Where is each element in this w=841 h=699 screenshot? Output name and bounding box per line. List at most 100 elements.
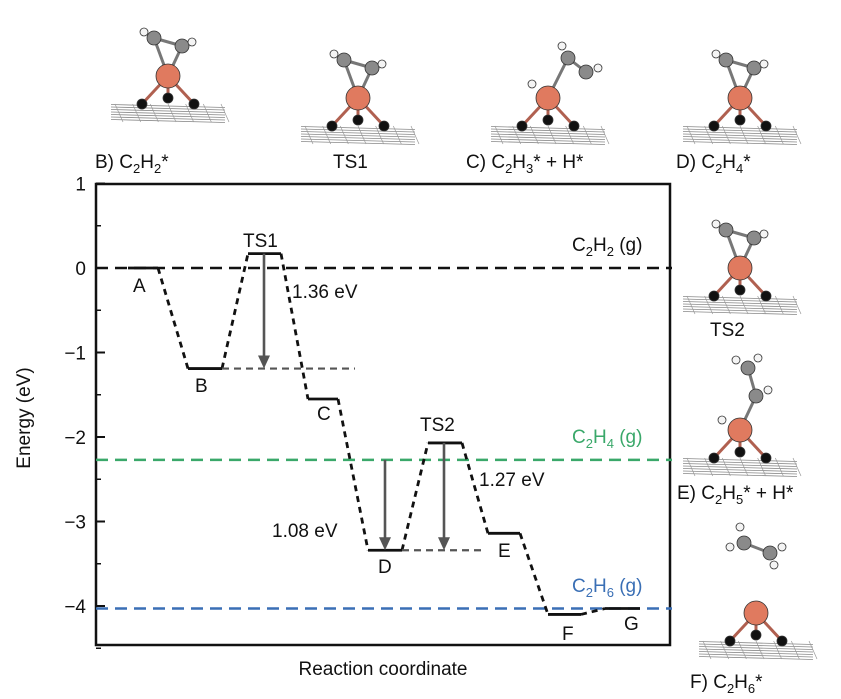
connector-c-d: [336, 398, 370, 551]
surface-line: [114, 103, 124, 123]
carbon-atom: [740, 360, 756, 376]
surface-line: [682, 138, 798, 143]
caption-E: E) C2H5* + H*: [677, 483, 794, 507]
surface-line: [110, 114, 226, 118]
surface-line: [698, 648, 814, 653]
structure-image-F: [698, 522, 818, 660]
surface-line: [720, 640, 729, 660]
y-axis-title: Energy (eV): [14, 367, 35, 468]
state-label-g: G: [624, 614, 639, 635]
surface-line: [490, 131, 606, 135]
surface-line: [739, 295, 749, 315]
structure-image-TS1: [300, 49, 420, 145]
surface-line: [698, 653, 814, 658]
state-label-d: D: [378, 557, 392, 578]
surface-line: [393, 125, 402, 145]
hydrogen-atom: [527, 79, 537, 89]
hydrogen-atom: [711, 219, 721, 229]
nitrogen-atom: [378, 120, 390, 132]
surface-line: [775, 295, 784, 315]
y-tick-label: −4: [64, 597, 86, 618]
carbon-atom: [762, 545, 778, 561]
surface-line: [583, 125, 592, 145]
surface-line: [110, 116, 226, 121]
surface-line: [722, 125, 731, 145]
nitrogen-atom: [708, 120, 720, 132]
hydrogen-atom: [593, 63, 603, 73]
metal-atom: [743, 600, 769, 626]
hydrogen-atom: [735, 522, 745, 532]
plot-frame: [94, 182, 672, 647]
surface-line: [300, 126, 416, 130]
surface-line: [682, 311, 798, 315]
surface-line: [547, 125, 557, 145]
surface-line: [704, 295, 713, 315]
surface-line: [490, 136, 606, 140]
structure-image-TS2: [682, 219, 802, 315]
ts1-label: TS1: [243, 231, 278, 252]
surface-line: [757, 295, 766, 315]
surface-line: [739, 457, 749, 477]
surface-line: [773, 640, 782, 660]
surface-line: [300, 138, 416, 143]
nitrogen-atom: [760, 120, 772, 132]
surface-line: [300, 131, 416, 135]
surface-line: [490, 141, 606, 145]
surface-line: [738, 640, 747, 660]
surface-line: [132, 103, 141, 123]
x-axis-title: Reaction coordinate: [299, 659, 468, 680]
hydrogen-atom: [777, 542, 787, 552]
hydrogen-atom: [753, 353, 763, 363]
carbon-atom: [746, 60, 762, 76]
carbon-atom: [718, 52, 734, 68]
surface-line: [150, 103, 159, 123]
surface-line: [722, 295, 731, 315]
carbon-atom: [336, 52, 352, 68]
nitrogen-atom: [760, 452, 772, 464]
carbon-atom: [560, 50, 576, 66]
surface-line: [110, 119, 226, 123]
surface-line: [682, 141, 798, 145]
nitrogen-atom: [136, 98, 148, 110]
surface-line: [755, 640, 765, 660]
surface-line: [792, 125, 802, 145]
connector-f-g: [580, 607, 606, 616]
nitrogen-atom: [516, 120, 528, 132]
surface-line: [300, 136, 416, 140]
barrier-label: 1.08 eV: [272, 521, 338, 542]
surface-line: [808, 640, 818, 660]
y-tick-label: 0: [75, 259, 86, 280]
hydrogen-atom: [377, 59, 387, 69]
nitrogen-atom: [352, 114, 364, 126]
surface-line: [775, 125, 784, 145]
surface-line: [704, 125, 713, 145]
nitrogen-atom: [708, 290, 720, 302]
connector-ts2-e: [460, 442, 490, 534]
hydrogen-atom: [187, 37, 197, 47]
surface-line: [686, 457, 696, 477]
state-label-c: C: [317, 404, 331, 425]
surface-line: [530, 125, 539, 145]
surface-line: [682, 308, 798, 313]
surface-line: [757, 457, 766, 477]
hydrogen-atom: [139, 27, 149, 37]
surface-line: [682, 136, 798, 140]
surface-line: [300, 141, 416, 145]
y-tick-label: 1: [75, 175, 86, 196]
hydrogen-atom: [717, 415, 727, 425]
y-tick-label: −1: [64, 344, 86, 365]
barrier-arrows: 1.36 eV1.08 eV1.27 eV: [222, 253, 545, 552]
ref-label-c2h4: C2H4 (g): [572, 427, 642, 451]
surface-line: [739, 125, 749, 145]
surface-line: [682, 301, 798, 305]
surface-line: [704, 457, 713, 477]
caption-TS2: TS2: [710, 320, 745, 341]
caption-C: C) C2H3* + H*: [466, 152, 584, 176]
surface-line: [757, 125, 766, 145]
y-tick-label: −3: [64, 513, 86, 534]
nitrogen-atom: [760, 290, 772, 302]
surface-line: [686, 125, 696, 145]
metal-atom: [727, 255, 753, 281]
carbon-atom: [718, 222, 734, 238]
structure-image-B: [110, 27, 230, 123]
